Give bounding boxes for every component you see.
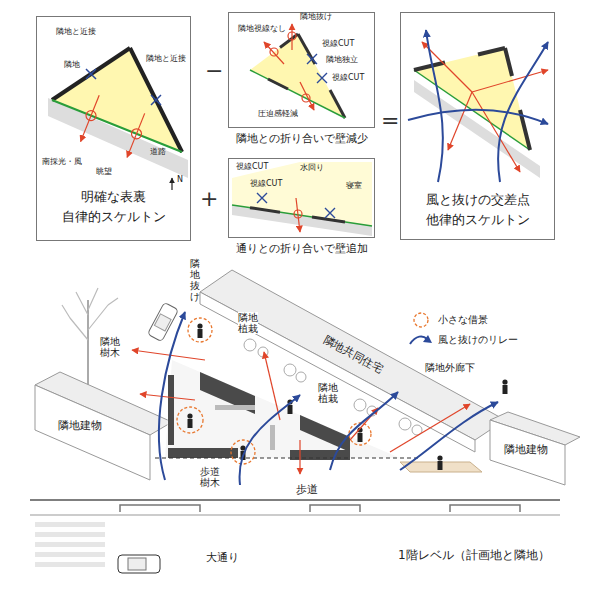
panel-4-drawing <box>408 30 548 182</box>
annotation-label: 視線CUT <box>236 163 268 172</box>
operator-symbol: + <box>200 188 218 210</box>
panel-box: 風と抜けの交差点他律的スケルトン <box>400 12 555 240</box>
blue-arrow-swatch <box>408 331 434 349</box>
annotation-label: 隣地と近接 <box>56 28 96 37</box>
annotation-label: 圧迫感軽減 <box>258 110 298 119</box>
annotation-label: 隣地植栽 <box>318 382 338 404</box>
panel-1-drawing <box>48 48 188 190</box>
annotation-label: 隣地視線なし <box>238 25 286 34</box>
annotation-label: 隣地独立 <box>326 56 358 65</box>
annotation-label: 1階レベル（計画地と隣地） <box>398 549 550 562</box>
operator-symbol: − <box>205 60 223 82</box>
annotation-label: 隣地と近接 <box>146 55 186 64</box>
annotation-label: 視線CUT <box>250 180 282 189</box>
legend-text: 小さな借景 <box>438 313 488 327</box>
annotation-label: 寝室 <box>346 182 362 191</box>
annotation-label: 視線CUT <box>322 40 354 49</box>
operator-symbol: = <box>381 110 399 132</box>
legend-row: 小さな借景 <box>408 310 518 330</box>
panel-3-drawing <box>232 162 372 236</box>
annotation-label: 歩道 <box>296 484 318 496</box>
legend: 小さな借景風と抜けのリレー <box>408 310 518 350</box>
vertical-label: 隣地抜け <box>190 258 200 302</box>
legend-row: 風と抜けのリレー <box>408 330 518 350</box>
legend-text: 風と抜けのリレー <box>438 333 518 347</box>
annotation-label: 眺望 <box>96 168 112 177</box>
site-axonometric <box>30 270 580 573</box>
annotation-label: 隣地外廊下 <box>425 362 475 373</box>
annotation-label: 隣地建物 <box>504 444 548 456</box>
annotation-label: 隣地抜け <box>300 13 332 22</box>
annotation-label: 道路 <box>150 148 166 157</box>
panel-caption: 通りとの折り合いで壁追加 <box>217 242 386 255</box>
annotation-label: 隣地樹木 <box>100 336 120 358</box>
panel-heading: 自律的スケルトン <box>37 209 190 225</box>
annotation-label: 隣地建物 <box>58 420 102 432</box>
annotation-label: 大通り <box>206 552 239 564</box>
annotation-label: 隣地植栽 <box>238 312 258 334</box>
panel-caption: 隣地との折り合いで壁減少 <box>217 132 386 145</box>
annotation-label: 視線CUT <box>332 74 364 83</box>
panel-heading: 風と抜けの交差点 <box>401 192 554 208</box>
panel-2-drawing <box>250 24 345 118</box>
panel-box: 明確な表裏自律的スケルトン <box>36 16 191 241</box>
dashed-circle-swatch <box>408 311 434 329</box>
panel-heading: 明確な表裏 <box>37 189 190 205</box>
annotation-label: 隣地 <box>64 61 80 70</box>
annotation-label: N <box>177 176 183 185</box>
annotation-label: 南採光・風 <box>42 158 82 167</box>
annotation-label: 水回り <box>300 164 324 173</box>
panel-heading: 他律的スケルトン <box>401 212 554 228</box>
annotation-label: 歩道樹木 <box>200 466 220 488</box>
